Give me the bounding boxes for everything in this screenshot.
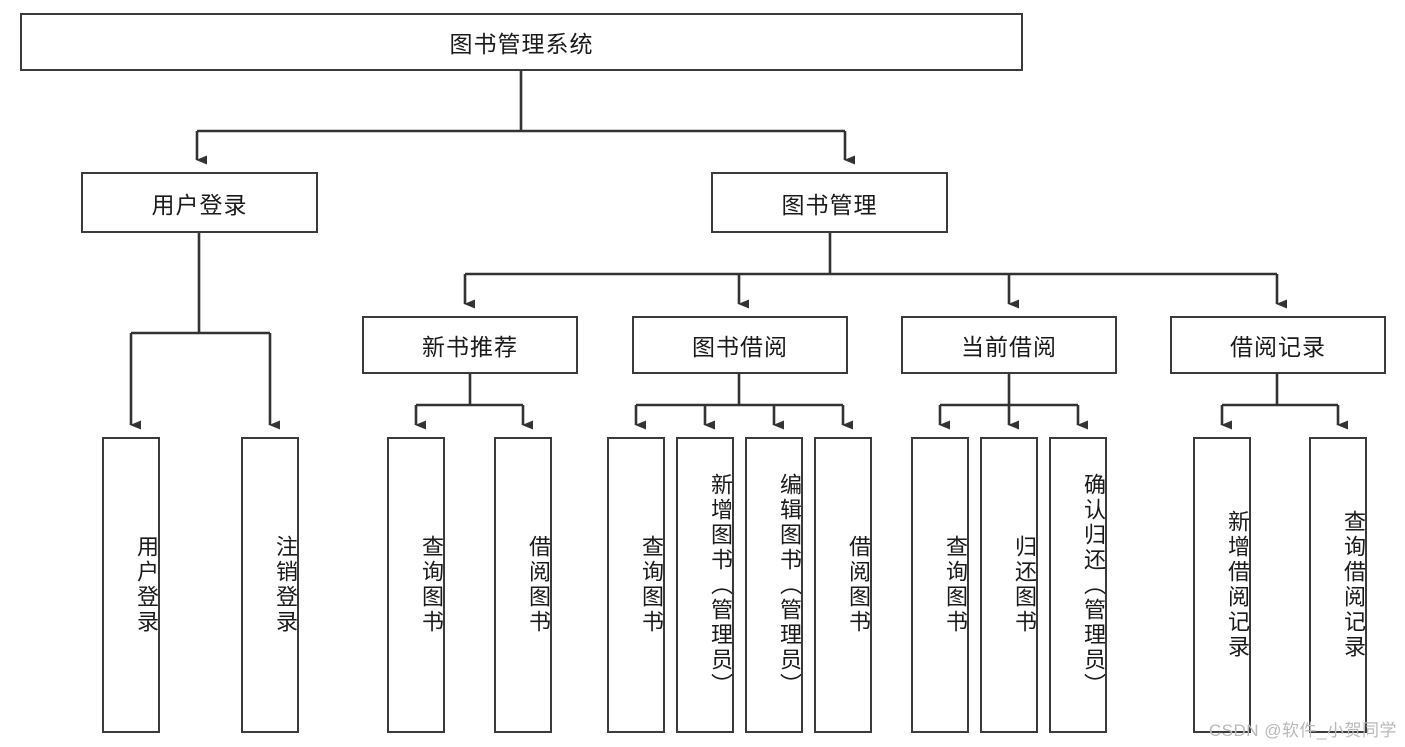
node-label: 图书管理 [781, 191, 878, 218]
node-borrow-records[interactable]: 借阅记录 [1170, 316, 1386, 374]
node-label: 新书推荐 [422, 334, 518, 360]
leaf-borrow-add-book-admin[interactable]: 新增图书（管理员） [676, 437, 734, 733]
leaf-user-login[interactable]: 用户登录 [102, 437, 160, 733]
node-label: 归还图书 [1012, 535, 1037, 635]
leaf-newbook-borrow-book[interactable]: 借阅图书 [494, 437, 552, 733]
node-book-management[interactable]: 图书管理 [711, 172, 948, 233]
leaf-records-query-record[interactable]: 查询借阅记录 [1309, 437, 1367, 733]
leaf-logout[interactable]: 注销登录 [241, 437, 299, 733]
node-label: 注销登录 [273, 535, 298, 635]
node-label: 新增借阅记录 [1225, 510, 1250, 660]
leaf-current-return-book[interactable]: 归还图书 [980, 437, 1038, 733]
node-label: 图书借阅 [692, 334, 788, 360]
leaf-borrow-query-book[interactable]: 查询图书 [607, 437, 665, 733]
node-user-login[interactable]: 用户登录 [81, 172, 318, 233]
node-label: 查询图书 [943, 535, 968, 635]
node-label: 查询借阅记录 [1341, 510, 1366, 660]
leaf-borrow-borrow-book[interactable]: 借阅图书 [814, 437, 872, 733]
node-label: 借阅图书 [846, 535, 871, 635]
leaf-borrow-edit-book-admin[interactable]: 编辑图书（管理员） [745, 437, 803, 733]
leaf-newbook-query-book[interactable]: 查询图书 [387, 437, 445, 733]
node-label: 用户登录 [151, 191, 248, 218]
node-label: 查询图书 [639, 535, 664, 635]
node-book-borrow[interactable]: 图书借阅 [632, 316, 848, 374]
node-label: 编辑图书（管理员） [777, 472, 802, 698]
node-new-book-recommend[interactable]: 新书推荐 [362, 316, 578, 374]
node-label: 借阅记录 [1230, 334, 1326, 360]
leaf-current-query-book[interactable]: 查询图书 [911, 437, 969, 733]
leaf-records-add-record[interactable]: 新增借阅记录 [1193, 437, 1251, 733]
node-label: 新增图书（管理员） [708, 472, 733, 698]
node-label: 查询图书 [419, 535, 444, 635]
leaf-current-confirm-return-admin[interactable]: 确认归还（管理员） [1049, 437, 1107, 733]
node-current-borrow[interactable]: 当前借阅 [901, 316, 1117, 374]
node-label: 借阅图书 [526, 535, 551, 635]
node-label: 用户登录 [134, 535, 159, 635]
node-root-book-management-system[interactable]: 图书管理系统 [20, 13, 1023, 71]
node-label: 当前借阅 [961, 334, 1057, 360]
node-label: 图书管理系统 [449, 31, 594, 57]
node-label: 确认归还（管理员） [1081, 472, 1106, 698]
